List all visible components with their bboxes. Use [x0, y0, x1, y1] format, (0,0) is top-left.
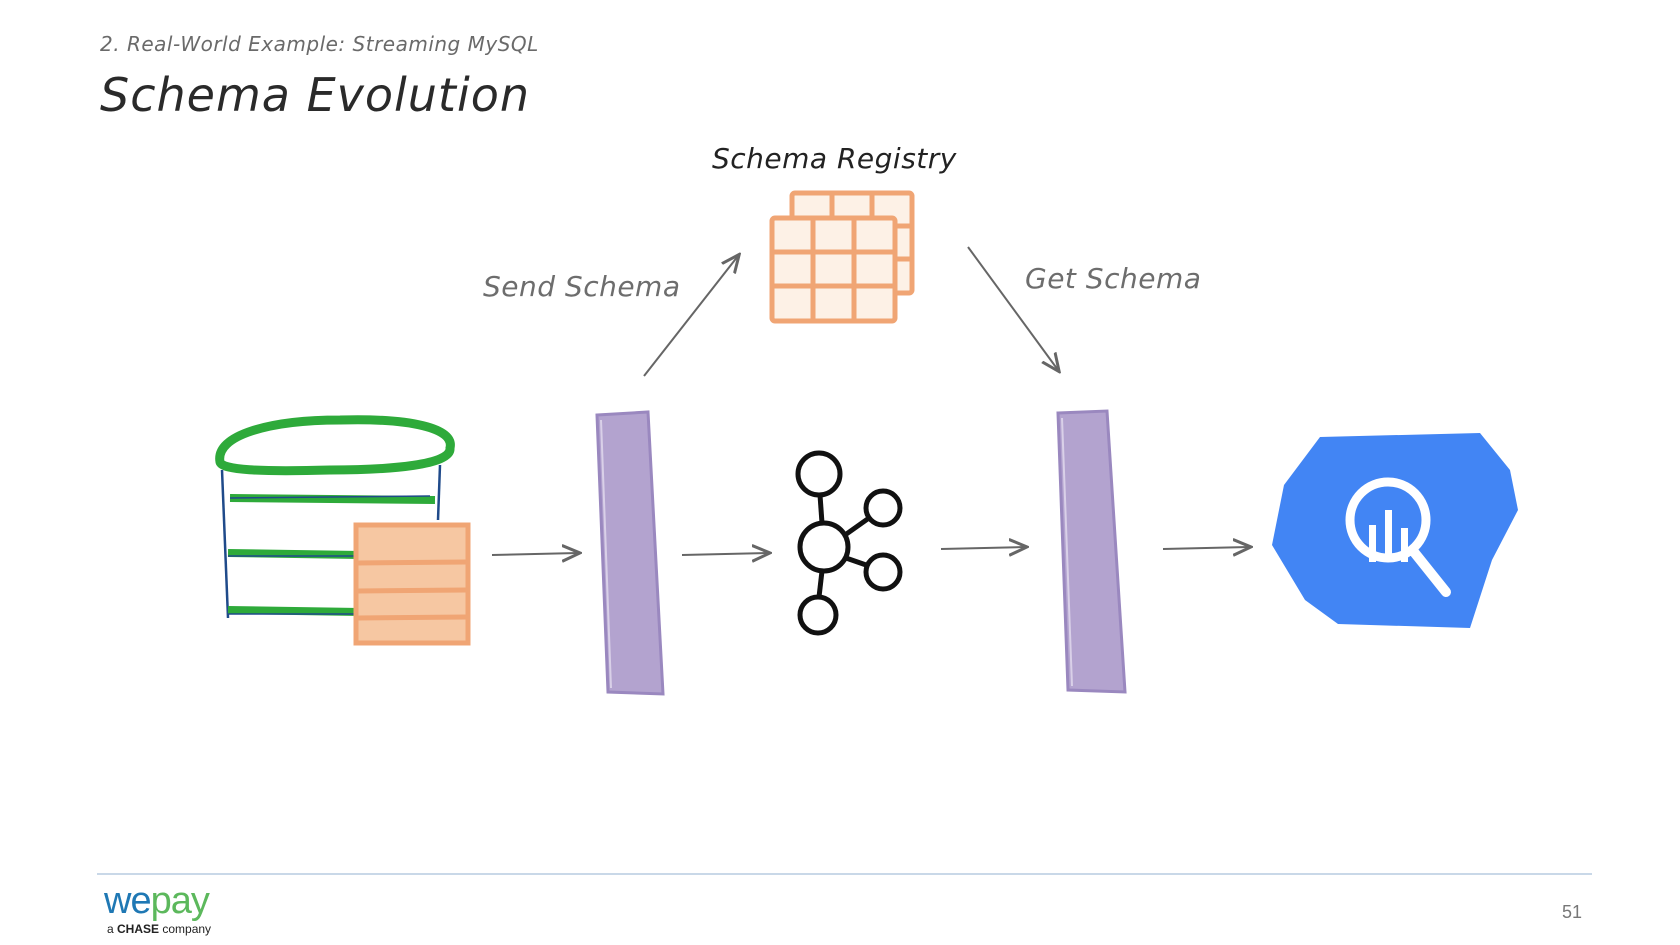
- source-connector-bar: [595, 410, 665, 696]
- flow-arrows: [491, 246, 1249, 555]
- kafka-icon: [795, 450, 903, 636]
- registry-grid-icon: [769, 190, 915, 324]
- bigquery-icon: [1272, 433, 1518, 628]
- footer-divider: [97, 873, 1592, 875]
- wepay-logo: wepay: [104, 880, 210, 923]
- database-table-icon: [215, 415, 471, 646]
- tagline-prefix: a: [107, 922, 118, 936]
- schema-registry-label: Schema Registry: [712, 142, 957, 175]
- get-schema-label: Get Schema: [1025, 262, 1202, 295]
- logo-tagline: a CHASE company: [107, 922, 211, 936]
- page-number: 51: [1562, 902, 1583, 922]
- sink-connector-bar: [1056, 409, 1127, 694]
- arrow-source-to-kafka: [681, 553, 768, 555]
- tagline-brand: CHASE: [117, 922, 160, 936]
- logo-we: we: [104, 880, 152, 922]
- arrow-send-schema: [643, 256, 738, 377]
- slide-subtitle: 2. Real-World Example: Streaming MySQL: [100, 32, 539, 56]
- send-schema-label: Send Schema: [483, 270, 681, 303]
- logo-pay: pay: [150, 880, 210, 922]
- tagline-suffix: company: [159, 922, 212, 936]
- slide-title: Schema Evolution: [100, 68, 531, 122]
- arrow-get-schema: [967, 246, 1058, 370]
- arrow-mysql-to-source: [491, 553, 578, 555]
- arrow-kafka-to-sink: [940, 547, 1025, 549]
- arrow-sink-to-bigquery: [1162, 547, 1249, 549]
